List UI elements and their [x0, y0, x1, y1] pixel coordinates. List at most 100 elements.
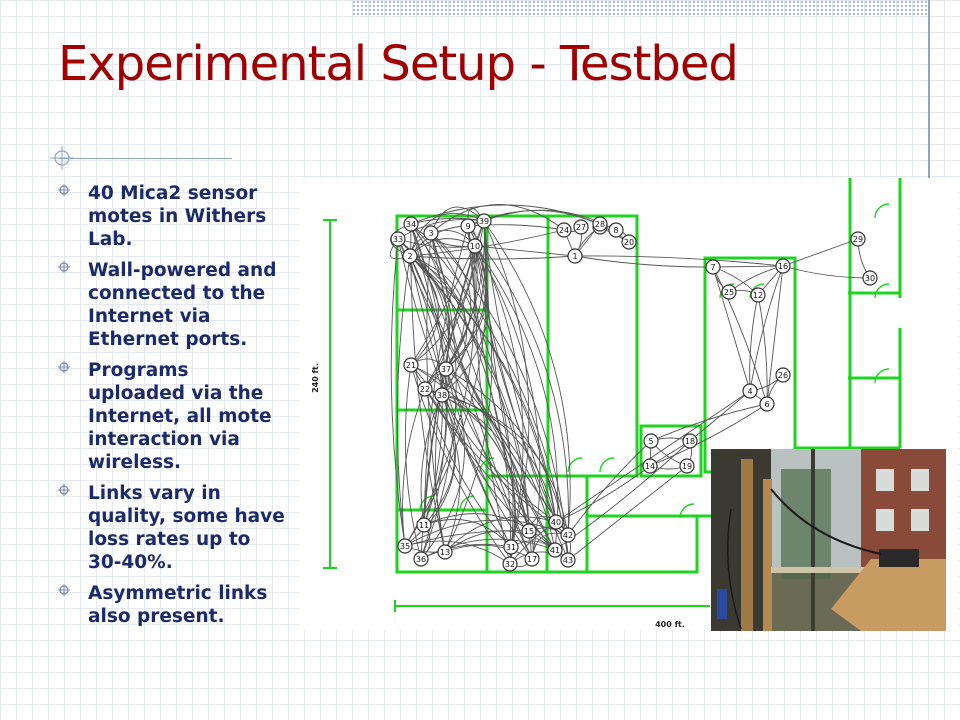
radio-link: [441, 394, 516, 548]
sensor-node-label: 30: [865, 274, 875, 283]
sensor-node: 36: [413, 551, 429, 567]
radio-link: [567, 440, 652, 536]
bullet-list: 40 Mica2 sensor motes in Withers Lab. Wa…: [58, 182, 290, 636]
header-decoration-rule: [928, 0, 930, 178]
radio-link: [404, 220, 488, 547]
sensor-node-label: 14: [645, 462, 655, 471]
sensor-node-circle: [862, 270, 878, 286]
sensor-node-circle: [556, 222, 572, 238]
sensor-node-label: 40: [551, 518, 561, 527]
sensor-node: 3: [423, 225, 439, 241]
sensor-node: 6: [759, 396, 775, 412]
sensor-node-label: 38: [437, 391, 447, 400]
sensor-node-circle: [573, 219, 589, 235]
radio-link: [409, 255, 448, 526]
floor-plan-walls: [395, 178, 902, 574]
radio-link: [574, 255, 784, 267]
sensor-node-circle: [850, 231, 866, 247]
door-arc: [459, 495, 475, 511]
bullet-text: Programs uploaded via the Internet, all …: [88, 360, 272, 473]
sensor-node-circle: [476, 213, 492, 229]
sensor-node: 37: [438, 361, 454, 377]
sensor-node-circle: [548, 514, 564, 530]
bullet-crosshair-icon: [58, 184, 70, 196]
radio-link: [409, 255, 439, 366]
sensor-node-label: 34: [406, 220, 416, 229]
radio-link: [445, 368, 516, 565]
radio-link: [467, 225, 569, 536]
sensor-node-circle: [775, 367, 791, 383]
radio-link: [404, 530, 530, 547]
door-arc: [874, 203, 890, 219]
sensor-node-label: 21: [406, 361, 416, 370]
radio-link: [567, 465, 688, 561]
sensor-node-circle: [705, 259, 721, 275]
sensor-node-markers: 1234567891011121314151617181920212223242…: [390, 213, 878, 572]
sensor-node-label: 43: [563, 556, 573, 565]
sensor-node-label: 16: [778, 262, 788, 271]
radio-link: [420, 394, 443, 526]
sensor-node-circle: [397, 538, 413, 554]
radio-link: [782, 265, 871, 279]
radio-link: [396, 255, 411, 547]
sensor-node: 8: [608, 222, 624, 238]
sensor-node-label: 29: [853, 235, 863, 244]
radio-link: [474, 245, 541, 560]
door-arc: [567, 457, 583, 473]
sensor-node: 7: [705, 259, 721, 275]
radio-link: [430, 204, 565, 234]
sensor-node-label: 3: [428, 229, 433, 238]
sensor-node: 11: [416, 517, 432, 533]
sensor-node-circle: [390, 231, 406, 247]
bullet-text: Wall-powered and connected to the Intern…: [88, 260, 277, 350]
bullet-text: Asymmetric links also present.: [88, 583, 268, 627]
sensor-node-circle: [567, 248, 583, 264]
sensor-node: 17: [524, 551, 540, 567]
radio-link: [409, 255, 451, 390]
wall-segment: [485, 214, 639, 478]
radio-link: [409, 255, 557, 523]
sensor-node: 4: [742, 383, 758, 399]
sensor-node-circle: [682, 433, 698, 449]
radio-link: [410, 220, 485, 366]
sensor-node-label: 1: [572, 252, 577, 261]
radio-link: [441, 394, 569, 536]
sensor-node-label: 2: [407, 252, 412, 261]
radio-link: [420, 538, 556, 560]
sensor-node: 35: [397, 538, 413, 554]
bullet-item: Asymmetric links also present.: [58, 582, 290, 628]
sensor-node-label: 17: [527, 555, 537, 564]
radio-link: [410, 223, 511, 565]
sensor-node-label: 31: [506, 543, 516, 552]
sensor-node: 18: [682, 433, 698, 449]
title-underline: [58, 158, 232, 159]
radio-link: [483, 220, 530, 548]
radio-link: [444, 245, 493, 553]
radio-link: [483, 220, 557, 523]
bullet-item: Wall-powered and connected to the Intern…: [58, 259, 290, 351]
sensor-node-circle: [467, 238, 483, 254]
sensor-node-circle: [742, 383, 758, 399]
sensor-node-circle: [503, 539, 519, 555]
sensor-node-label: 19: [682, 462, 692, 471]
sensor-node: 33: [390, 231, 406, 247]
sensor-node-label: 33: [393, 235, 403, 244]
sensor-node: 5: [643, 433, 659, 449]
radio-link: [467, 225, 530, 532]
sensor-node-label: 15: [524, 527, 534, 536]
radio-link: [574, 255, 714, 268]
radio-link: [555, 465, 651, 523]
sensor-node: 12: [750, 287, 766, 303]
radio-link: [410, 223, 450, 370]
sensor-node-circle: [524, 551, 540, 567]
door-arc: [679, 503, 695, 519]
bullet-crosshair-icon: [58, 584, 70, 596]
radio-link: [402, 388, 426, 547]
door-arc: [874, 368, 890, 384]
sensor-node: 39: [476, 213, 492, 229]
dimension-vertical: 240 ft.: [311, 219, 337, 569]
radio-link: [409, 229, 565, 257]
sensor-node: 15: [521, 523, 537, 539]
sensor-node: 25: [721, 284, 737, 300]
radio-link: [441, 220, 487, 396]
